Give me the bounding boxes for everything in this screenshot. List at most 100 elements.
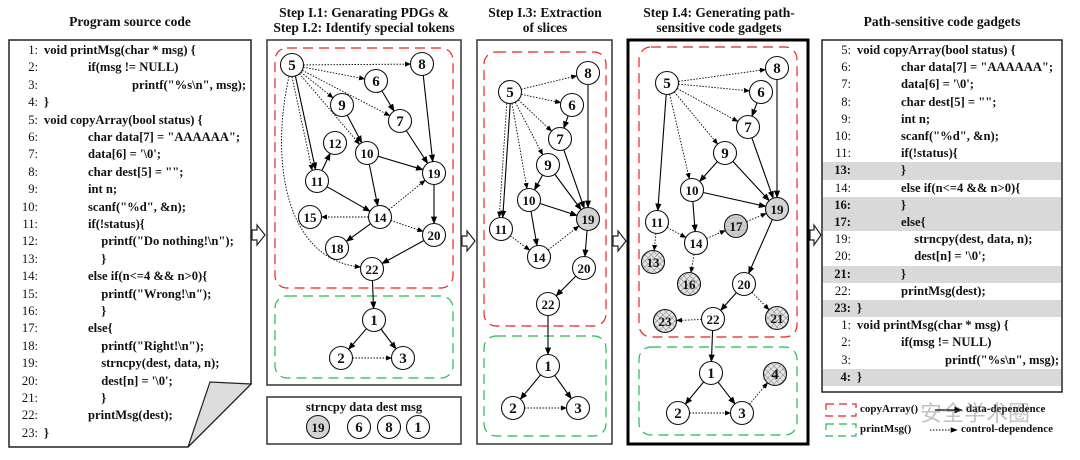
node-label: 19 (771, 202, 785, 217)
node-label: 10 (361, 146, 374, 161)
line-number: 8: (28, 164, 38, 179)
code-line: 13:} (823, 162, 1061, 180)
node-circle (497, 79, 523, 105)
code-text: strncpy(dest, data, n); (914, 232, 1033, 247)
data-dependence-edge-9-19 (554, 173, 582, 211)
code-text: else{ (88, 321, 113, 336)
node-label: 19 (312, 420, 326, 435)
node-circle (329, 92, 355, 118)
code-line: 16:} (10, 303, 250, 320)
data-dependence-edge-1-2 (684, 381, 705, 405)
graph-node-15: 15 (297, 204, 323, 230)
graph-node-22: 22 (700, 306, 726, 332)
node-circle (640, 249, 666, 275)
node-circle (654, 70, 680, 96)
graph-node-6: 6 (363, 68, 389, 94)
data-dependence-edge-19-20 (748, 219, 773, 275)
graph-node-6: 6 (748, 79, 774, 105)
code-text: else{ (901, 215, 926, 229)
node-label: 14 (533, 250, 547, 265)
line-number: 2: (28, 60, 38, 75)
data-dependence-edge-10-14 (368, 164, 380, 207)
control-dependence-edge-14-19 (547, 225, 580, 251)
node-circle (346, 414, 372, 440)
node-label: 4 (771, 367, 779, 383)
data-dependence-edge-10-14 (691, 201, 698, 233)
node-label: 23 (659, 314, 673, 329)
node-circle (676, 271, 702, 297)
node-label: 6 (757, 85, 765, 101)
control-dependence-edge-5-6 (303, 66, 366, 81)
node-label: 20 (578, 261, 591, 276)
control-dependence-edge-5-8 (303, 61, 412, 67)
graph-node-5: 5 (654, 70, 680, 96)
node-circle (665, 400, 691, 426)
data-dependence-edge-11-12 (321, 152, 331, 171)
node-label: 12 (329, 136, 342, 151)
node-label: 1 (414, 420, 422, 436)
line-number: 5: (28, 112, 38, 127)
node-label: 16 (683, 277, 697, 292)
line-number: 10: (834, 129, 851, 143)
node-label: 20 (738, 277, 751, 292)
line-number: 3: (28, 77, 38, 92)
node-circle (359, 256, 385, 282)
node-circle (279, 52, 305, 78)
node-label: 6 (568, 98, 576, 114)
line-number: 11: (835, 146, 851, 161)
graph-node-14: 14 (526, 244, 552, 270)
node-circle (762, 361, 788, 387)
code-line: 19:strncpy(dest, data, n); (10, 355, 250, 372)
control-dependence-edge-3-4 (749, 382, 768, 405)
source-code-listing: 1:void printMsg(char * msg) {2:if(msg !=… (10, 42, 250, 442)
node-label: 22 (366, 262, 379, 277)
node-label: 1 (544, 359, 552, 375)
node-circle (500, 395, 526, 421)
data-dependence-edge-20-22 (381, 240, 425, 264)
node-circle (516, 187, 542, 213)
node-label: 3 (738, 406, 746, 422)
data-dependence-edge-9-10 (534, 174, 543, 191)
graph-node-22: 22 (359, 256, 385, 282)
data-dependence-edge-1-2 (519, 374, 542, 400)
control-dependence-edge-14-19 (388, 179, 426, 211)
control-dependence-edge-11-13 (652, 233, 658, 252)
line-number: 19: (834, 232, 851, 247)
code-line: 10:scanf("%d", &n); (10, 199, 250, 216)
code-line: 21:} (823, 265, 1061, 283)
folded-corner (187, 381, 253, 448)
control-dependence-edge-20-21 (751, 291, 770, 311)
graph-node-12: 12 (322, 130, 348, 156)
flow-arrow-icon (461, 229, 476, 253)
code-line: 15:printf("Wrong!\n"); (10, 286, 250, 303)
code-line: 7:data[6] = '\0'; (823, 76, 1061, 93)
node-label: 7 (744, 120, 752, 136)
node-circle (547, 126, 573, 152)
graph-node-13: 13 (640, 249, 666, 275)
line-number: 16: (21, 304, 38, 318)
code-line: 20:dest[n] = '\0'; (823, 248, 1061, 265)
control-dependence-edge-22-23 (675, 317, 702, 323)
line-number: 5: (841, 43, 851, 57)
code-text: } (857, 369, 862, 384)
data-dependence-edge-10-19 (539, 203, 578, 217)
data-dependence-edge-5-11 (294, 75, 318, 171)
control-dependence-edge-5-8 (521, 74, 578, 90)
node-label: 6 (372, 74, 380, 90)
line-number: 20: (21, 373, 38, 388)
data-dependence-edge-10-19 (377, 155, 424, 171)
graph-node-4: 4 (762, 361, 788, 387)
code-line: 7:data[6] = '\0'; (10, 146, 250, 163)
code-line: 9:int n; (10, 181, 250, 198)
node-circle (652, 308, 678, 334)
code-text: } (44, 95, 49, 110)
code-text: if(!status){ (88, 217, 145, 231)
node-circle (363, 68, 389, 94)
node-label: 2 (674, 406, 682, 422)
title-step-1-line-1: Step I.1: Genarating PDGs & (279, 5, 449, 20)
code-line: 2:if(msg != NULL) (10, 59, 250, 76)
copyarray-box (638, 46, 798, 338)
control-dependence-edge-5-6 (678, 83, 751, 93)
code-text: else if(n<=4 && n>0){ (901, 180, 1021, 195)
